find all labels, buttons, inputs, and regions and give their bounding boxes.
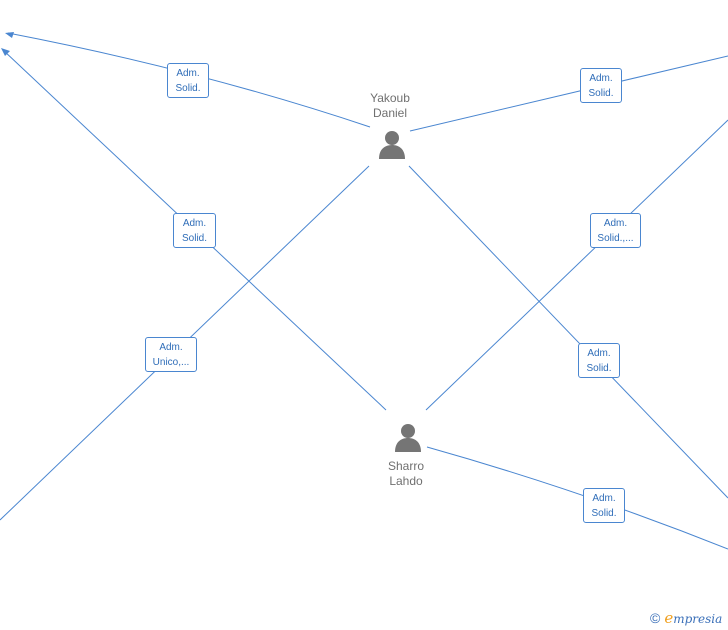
relation-label-3[interactable]: Adm. Solid. xyxy=(173,213,216,248)
relation-label-5[interactable]: Adm. Unico,... xyxy=(145,337,197,372)
relation-role: Adm. xyxy=(603,218,628,229)
relation-label-7[interactable]: Adm. Solid. xyxy=(583,488,625,523)
edge-yakoub-to-right-top xyxy=(409,55,728,132)
arrowhead-left-top xyxy=(5,32,14,38)
arrowhead-left-upper xyxy=(1,48,10,56)
relation-type: Solid. xyxy=(588,88,614,99)
relation-role: Adm. xyxy=(589,73,613,84)
edge-yakoub-to-right-lower xyxy=(408,165,728,499)
person-name-line2: Daniel xyxy=(372,106,408,120)
relation-role: Adm. xyxy=(592,493,616,504)
logo-initial: e xyxy=(664,609,674,627)
empresia-logo: ©empresia xyxy=(650,609,722,627)
person-name-sharro[interactable]: Sharro Lahdo xyxy=(361,459,451,489)
relation-type: Solid. xyxy=(181,233,207,244)
person-icon xyxy=(379,131,405,159)
edge-sharro-to-right-bottom xyxy=(426,446,728,550)
relation-role: Adm. xyxy=(176,68,200,79)
relation-type: Solid. xyxy=(175,83,201,94)
relation-role: Adm. xyxy=(182,218,207,229)
logo-text: mpresia xyxy=(673,612,723,626)
person-name-line1: Yakoub xyxy=(370,91,410,105)
relation-label-1[interactable]: Adm. Solid. xyxy=(167,63,209,98)
person-name-line1: Sharro xyxy=(387,459,425,473)
relation-type: Solid. xyxy=(586,363,612,374)
relation-role: Adm. xyxy=(587,348,611,359)
relation-type: Solid.,... xyxy=(597,233,634,244)
edge-sharro-to-right-upper xyxy=(425,119,728,411)
relation-label-4[interactable]: Adm. Solid.,... xyxy=(590,213,641,248)
relation-role: Adm. xyxy=(159,342,183,353)
relation-label-2[interactable]: Adm. Solid. xyxy=(580,68,622,103)
relation-type: Solid. xyxy=(591,508,617,519)
person-name-yakoub[interactable]: Yakoub Daniel xyxy=(345,91,435,121)
person-icon xyxy=(395,424,421,452)
relation-type: Unico,... xyxy=(152,357,190,368)
person-name-line2: Lahdo xyxy=(389,474,423,488)
copyright-icon: © xyxy=(650,610,661,626)
relation-label-6[interactable]: Adm. Solid. xyxy=(578,343,620,378)
